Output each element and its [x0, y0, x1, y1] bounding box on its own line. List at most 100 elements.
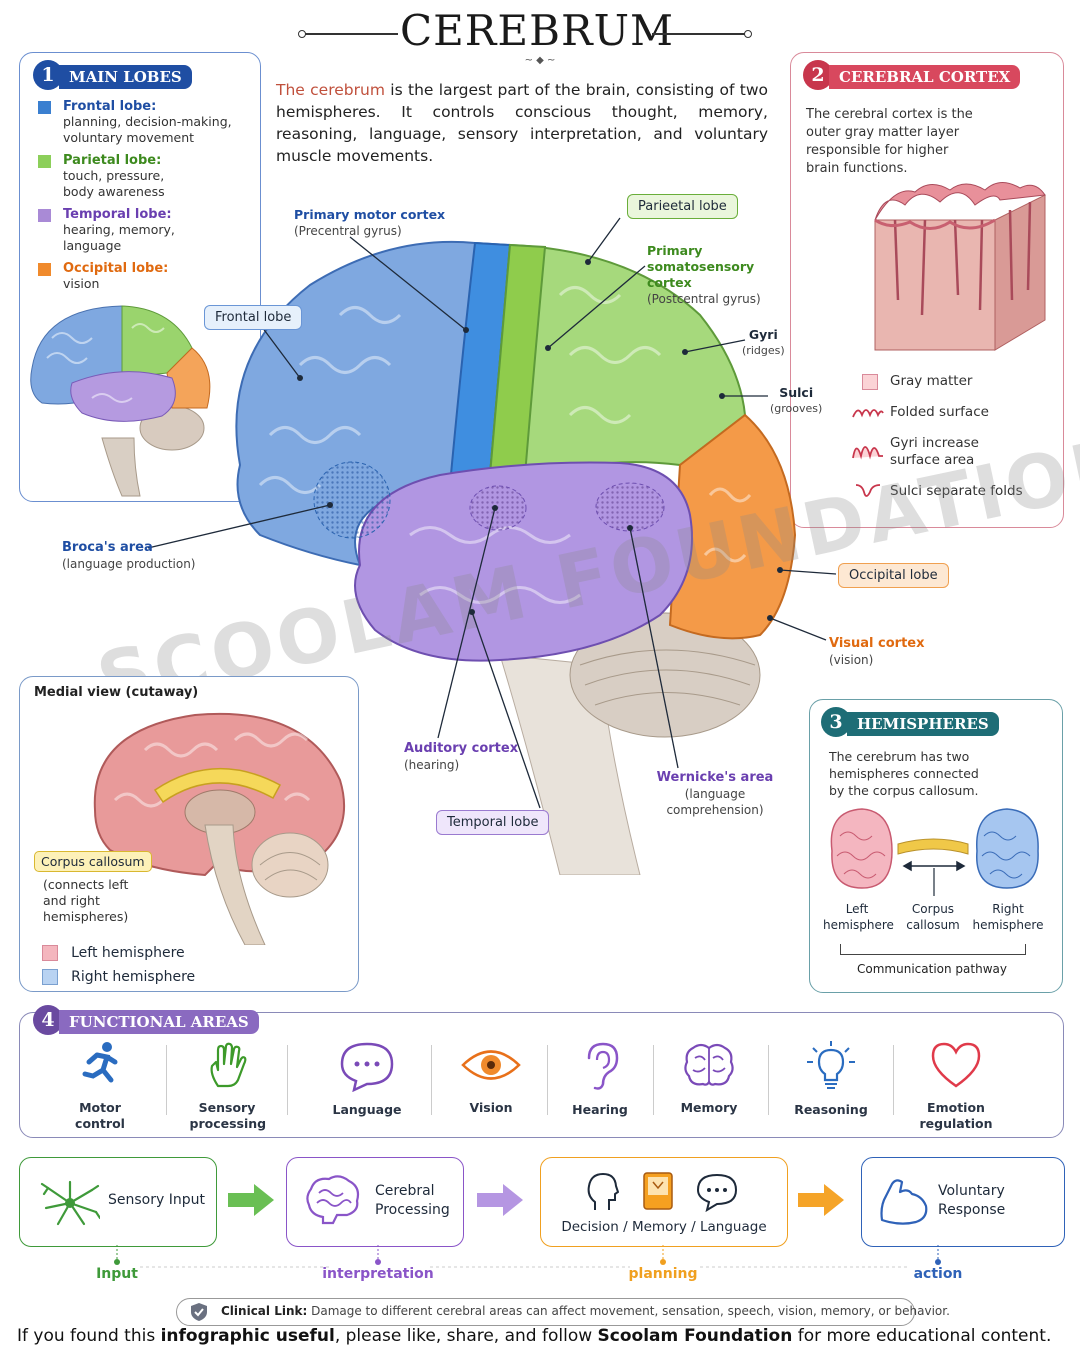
func-label: Emotion regulation — [919, 1100, 993, 1131]
lobe-item-temporal: Temporal lobe: hearing, memory, language — [38, 207, 253, 261]
speech-bubble-icon — [340, 1042, 394, 1093]
functional-number: 4 — [33, 1005, 63, 1035]
flow-stage-connectors — [114, 1245, 941, 1268]
gray-matter-swatch-icon — [862, 374, 878, 390]
heart-icon — [931, 1042, 981, 1088]
cortex-legend-label: Folded surface — [890, 404, 989, 420]
auditory-cortex-label: Auditory cortex (hearing) — [404, 741, 519, 772]
cortex-legend-item: Sulci separate folds — [852, 482, 1052, 513]
arrow-right-icon — [477, 1184, 523, 1216]
func-sensory-processing: Sensory processing — [172, 1040, 282, 1132]
ear-icon — [587, 1042, 619, 1090]
mini-brain-illustration — [30, 305, 211, 497]
folded-surface-icon — [852, 409, 884, 418]
title-rule-left-dot — [298, 30, 306, 38]
right-hemisphere-label: Right hemisphere — [972, 902, 1044, 932]
medial-legend-label: Left hemisphere — [71, 944, 185, 961]
func-label: Language — [332, 1102, 402, 1117]
func-label: Vision — [469, 1100, 513, 1115]
broca-label: Broca's area (language production) — [62, 540, 196, 571]
lobe-name: Parietal lobe: — [63, 153, 162, 168]
clinical-text: Damage to different cerebral areas can a… — [307, 1304, 950, 1318]
frontal-lobe-tag: Frontal lobe — [204, 305, 303, 330]
cortex-legend-label: Gray matter — [890, 373, 973, 389]
cortex-legend-item: Folded surface — [852, 403, 1052, 434]
sulci-icon — [855, 484, 881, 497]
func-reasoning: Reasoning — [776, 1040, 886, 1118]
clinical-link-text: Clinical Link: Damage to different cereb… — [221, 1304, 950, 1318]
medial-legend-label: Right hemisphere — [71, 968, 196, 985]
title-rule-right-dot — [744, 30, 752, 38]
parietal-swatch-icon — [38, 155, 51, 168]
medial-brain-illustration — [93, 712, 346, 945]
lobe-desc: hearing, memory, language — [63, 222, 175, 253]
cortex-legend: Gray matter Folded surface Gyri increase… — [852, 372, 1052, 513]
flow-voluntary-response: Voluntary Response — [861, 1157, 1065, 1247]
clinical-label: Clinical Link: — [221, 1304, 308, 1318]
hemispheres-heading: HEMISPHERES — [847, 711, 999, 736]
lobe-name: Occipital lobe: — [63, 261, 169, 276]
parietal-lobe-tag: Parieetal lobe — [627, 194, 738, 219]
lobe-desc: vision — [63, 276, 100, 291]
cortex-legend-label: Gyri increase surface area — [890, 435, 979, 468]
footer-text: If you found this infographic useful, pl… — [17, 1326, 1052, 1346]
func-emotion-regulation: Emotion regulation — [901, 1040, 1011, 1132]
left-hemisphere-swatch-icon — [42, 944, 58, 961]
wernicke-label: Wernicke's area (language comprehension) — [656, 770, 774, 817]
stage-action: action — [913, 1266, 963, 1282]
func-label: Sensory processing — [189, 1100, 267, 1131]
brain-outline-icon — [306, 1175, 360, 1225]
brain-icon — [684, 1043, 734, 1086]
stage-input: Input — [96, 1266, 138, 1282]
lobe-desc: touch, pressure, body awareness — [63, 168, 165, 199]
main-lobes-heading: MAIN LOBES — [59, 64, 192, 89]
page-title: CEREBRUM — [400, 6, 674, 55]
flow-step-label: Sensory Input — [108, 1192, 205, 1208]
lobe-item-parietal: Parietal lobe: touch, pressure, body awa… — [38, 153, 253, 207]
stage-planning: planning — [628, 1266, 698, 1282]
speech-bubble-icon — [696, 1173, 738, 1212]
lightbulb-icon — [807, 1041, 855, 1089]
pathway-bracket — [840, 944, 1026, 955]
corpus-callosum-tag: Corpus callosum — [34, 851, 152, 872]
pathway-label: Communication pathway — [857, 962, 1007, 976]
cortex-legend-label: Sulci separate folds — [890, 483, 1023, 499]
frontal-swatch-icon — [38, 101, 51, 114]
lobe-item-occipital: Occipital lobe: vision — [38, 261, 253, 301]
flexed-arm-icon — [880, 1179, 928, 1225]
hemispheres-illustration — [830, 808, 1039, 896]
flow-step-label: Cerebral Processing — [375, 1183, 450, 1218]
corpus-callosum-label: Corpus callosum — [906, 902, 960, 932]
medial-legend-right: Right hemisphere — [42, 966, 195, 985]
title-rule-left — [300, 33, 398, 35]
gyri-icon — [852, 446, 883, 460]
cortex-number: 2 — [803, 60, 833, 90]
occipital-lobe-tag: Occipital lobe — [838, 563, 949, 588]
lobe-item-frontal: Frontal lobe: planning, decision-making,… — [38, 99, 253, 153]
sulci-label: Sulci (grooves) — [770, 385, 823, 415]
func-memory: Memory — [654, 1040, 764, 1116]
clinical-link-bar — [176, 1298, 915, 1326]
medial-legend-left: Left hemisphere — [42, 942, 185, 961]
func-label: Hearing — [572, 1102, 628, 1117]
temporal-swatch-icon — [38, 209, 51, 222]
func-hearing: Hearing — [545, 1040, 655, 1118]
flow-cerebral-processing: Cerebral Processing — [286, 1157, 464, 1247]
corpus-callosum-desc: (connects left and right hemispheres) — [43, 877, 129, 924]
func-vision: Vision — [436, 1040, 546, 1116]
intro-highlight: The cerebrum — [276, 81, 385, 99]
title-rule-right — [652, 33, 748, 35]
lobe-desc: planning, decision-making, voluntary mov… — [63, 114, 232, 145]
lobe-name: Temporal lobe: — [63, 207, 172, 222]
cortex-block-illustration — [874, 182, 1046, 351]
func-label: Memory — [680, 1100, 738, 1115]
func-label: Reasoning — [794, 1102, 868, 1117]
eye-icon — [461, 1050, 521, 1080]
title-ornament: ~ ◆ ~ — [524, 55, 556, 66]
flow-step-label: Decision / Memory / Language — [561, 1219, 767, 1235]
cortex-heading: CEREBRAL CORTEX — [829, 64, 1021, 89]
